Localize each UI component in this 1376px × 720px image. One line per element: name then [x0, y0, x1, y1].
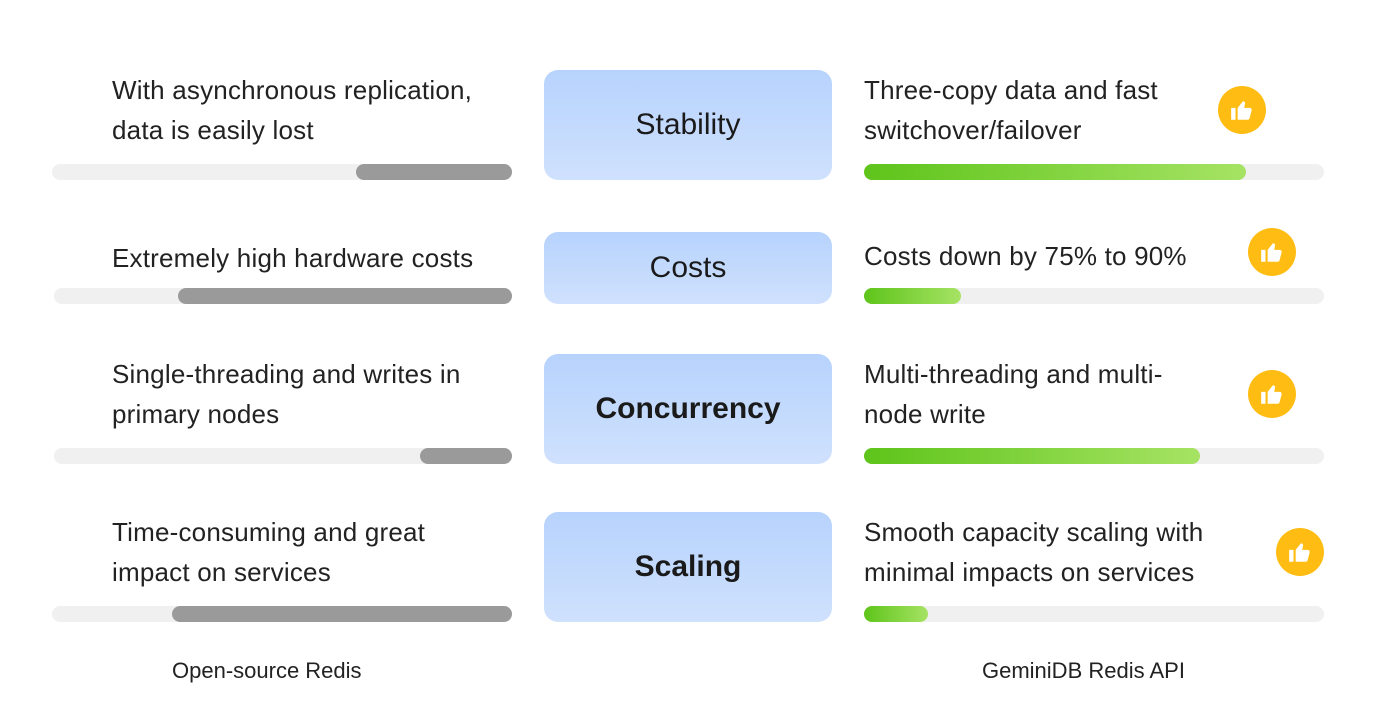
category-label: Stability — [635, 108, 741, 141]
right-line: node write — [864, 399, 986, 429]
category-label: Costs — [649, 251, 727, 284]
category-box: Concurrency — [544, 354, 832, 464]
right-bar-track — [864, 288, 1324, 304]
left-column-label: Open-source Redis — [172, 658, 362, 683]
left-description: Extremely high hardware costs — [112, 238, 532, 278]
right-line: Smooth capacity scaling with — [864, 517, 1204, 547]
right-bar-fill — [864, 606, 928, 622]
thumbs-up-icon — [1218, 86, 1266, 134]
right-bar-track — [864, 606, 1324, 622]
left-description: With asynchronous replication, data is e… — [112, 70, 532, 150]
thumbs-up-icon — [1276, 528, 1324, 576]
right-line: minimal impacts on services — [864, 557, 1195, 587]
left-bar-fill — [178, 288, 512, 304]
left-bar-fill — [356, 164, 512, 180]
right-description: Multi-threading and multi- node write — [864, 354, 1224, 434]
left-bar-track — [54, 288, 512, 304]
category-label: Scaling — [634, 550, 742, 583]
category-label: Concurrency — [595, 392, 781, 425]
right-bar-fill — [864, 448, 1200, 464]
right-description: Smooth capacity scaling with minimal imp… — [864, 512, 1264, 592]
right-bar-fill — [864, 164, 1246, 180]
thumbs-up-icon — [1248, 370, 1296, 418]
right-bar-fill — [864, 288, 961, 304]
right-description: Three-copy data and fast switchover/fail… — [864, 70, 1264, 150]
right-line: switchover/failover — [864, 115, 1082, 145]
right-bar-track — [864, 164, 1324, 180]
left-bar-track — [52, 606, 512, 622]
thumbs-up-icon — [1248, 228, 1296, 276]
left-line: Extremely high hardware costs — [112, 243, 474, 273]
left-line: Single-threading and writes in — [112, 359, 461, 389]
left-line: data is easily lost — [112, 115, 314, 145]
right-description: Costs down by 75% to 90% — [864, 236, 1244, 276]
left-line: impact on services — [112, 557, 331, 587]
right-column-label: GeminiDB Redis API — [982, 658, 1185, 683]
left-line: Time-consuming and great — [112, 517, 426, 547]
left-description: Time-consuming and great impact on servi… — [112, 512, 532, 592]
category-box: Costs — [544, 232, 832, 304]
left-bar-track — [54, 448, 512, 464]
left-description: Single-threading and writes in primary n… — [112, 354, 532, 434]
category-box: Stability — [544, 70, 832, 180]
left-line: With asynchronous replication, — [112, 75, 473, 105]
left-bar-fill — [420, 448, 512, 464]
right-bar-track — [864, 448, 1324, 464]
right-line: Three-copy data and fast — [864, 75, 1158, 105]
left-bar-fill — [172, 606, 512, 622]
left-line: primary nodes — [112, 399, 280, 429]
left-bar-track — [52, 164, 512, 180]
right-line: Multi-threading and multi- — [864, 359, 1163, 389]
category-box: Scaling — [544, 512, 832, 622]
right-line: Costs down by 75% to 90% — [864, 241, 1187, 271]
